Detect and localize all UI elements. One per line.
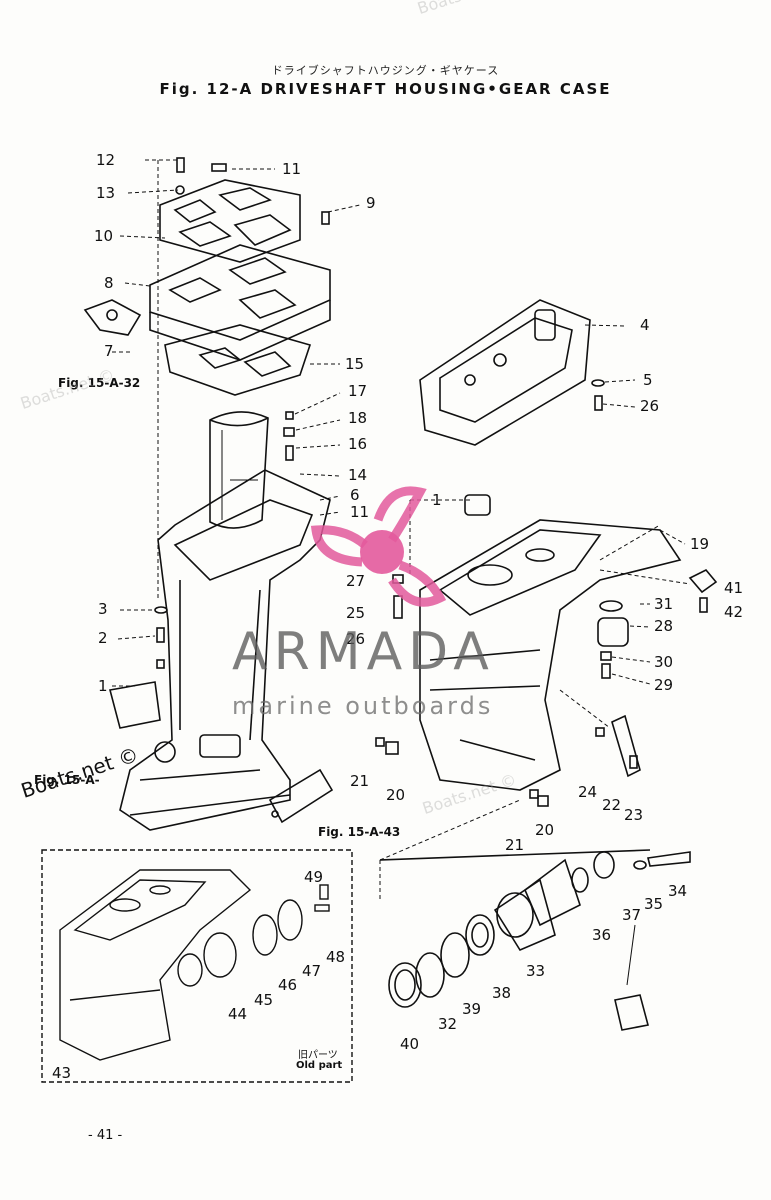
callout-40[interactable]: 40 [400,1035,420,1053]
bracket-part-7 [83,299,142,336]
callout-7[interactable]: 7 [104,342,114,360]
callout-15[interactable]: 15 [345,355,365,373]
callout-38[interactable]: 38 [492,984,512,1002]
callout-36[interactable]: 36 [592,926,612,944]
small-bolts-column [175,157,330,461]
callout-4[interactable]: 4 [640,316,650,334]
old-part-inset [41,849,353,1083]
callout-24[interactable]: 24 [578,783,598,801]
callout-5[interactable]: 5 [643,371,653,389]
figure-title-japanese: ドライブシャフトハウジング・ギヤケース [271,64,500,77]
callout-28[interactable]: 28 [654,617,674,635]
ref-fig-15-a-32[interactable]: Fig. 15-A-32 [58,376,141,390]
gear-case-19 [419,494,682,791]
callout-1-housing[interactable]: 1 [98,677,108,695]
callout-37[interactable]: 37 [622,906,642,924]
driveshaft-tube [209,411,269,529]
callout-9[interactable]: 9 [366,194,376,212]
propshaft-assembly [379,849,691,1031]
callout-23[interactable]: 23 [624,806,644,824]
callout-33[interactable]: 33 [526,962,546,980]
callout-44[interactable]: 44 [228,1005,248,1023]
callout-49[interactable]: 49 [304,868,324,886]
callout-18[interactable]: 18 [348,409,368,427]
callout-10[interactable]: 10 [94,227,114,245]
callout-29[interactable]: 29 [654,676,674,694]
armada-watermark-tagline: marine outboards [232,692,494,720]
old-part-label-japanese: 旧パーツ [298,1050,338,1061]
callout-26-lower[interactable]: 26 [346,630,366,648]
upper-gasket-plate [159,179,301,263]
gear-case-cover-4 [419,299,605,446]
trim-tab-cover-plate [268,768,334,824]
lower-gasket-plate [164,324,312,396]
old-part-label: Old part [296,1060,343,1071]
callout-35[interactable]: 35 [644,895,664,913]
callout-8[interactable]: 8 [104,274,114,292]
left-bolts-and-washers [109,606,168,729]
callout-46[interactable]: 46 [278,976,298,994]
callout-31[interactable]: 31 [654,595,674,613]
callout-6[interactable]: 6 [350,486,360,504]
callout-19[interactable]: 19 [690,535,710,553]
callout-22[interactable]: 22 [602,796,622,814]
callout-11-mid[interactable]: 11 [350,503,370,521]
callout-47[interactable]: 47 [302,962,322,980]
ref-fig-15-a-43[interactable]: Fig. 15-A-43 [318,825,401,839]
callout-34[interactable]: 34 [668,882,688,900]
callout-45[interactable]: 45 [254,991,274,1009]
callout-20-lower[interactable]: 20 [535,821,555,839]
callout-48[interactable]: 48 [326,948,346,966]
callout-43[interactable]: 43 [52,1064,72,1082]
callout-17[interactable]: 17 [348,382,368,400]
driveshaft-housing [119,469,331,831]
callout-16[interactable]: 16 [348,435,368,453]
callout-42[interactable]: 42 [724,603,744,621]
callout-32[interactable]: 32 [438,1015,458,1033]
callout-27[interactable]: 27 [346,572,366,590]
callout-41[interactable]: 41 [724,579,744,597]
callout-1-bearing[interactable]: 1 [432,491,442,509]
callout-39[interactable]: 39 [462,1000,482,1018]
callout-20-upper[interactable]: 20 [386,786,406,804]
gear-case-fasteners [375,569,718,807]
callout-21-lower[interactable]: 21 [505,836,525,854]
callout-30[interactable]: 30 [654,653,674,671]
callout-2[interactable]: 2 [98,629,108,647]
leader-lines [112,159,691,861]
callout-11-top[interactable]: 11 [282,160,302,178]
callout-12[interactable]: 12 [96,151,116,169]
ref-fig-15-a-left[interactable]: Fig. 15-A- [34,773,100,787]
callout-13[interactable]: 13 [96,184,116,202]
callout-25[interactable]: 25 [346,604,366,622]
callout-3[interactable]: 3 [98,600,108,618]
callout-26-upper[interactable]: 26 [640,397,660,415]
armada-watermark-brand: ARMADA [232,622,495,682]
page-number: - 41 - [88,1128,123,1143]
figure-title: Fig. 12-A DRIVESHAFT HOUSING•GEAR CASE [159,80,612,98]
callout-14[interactable]: 14 [348,466,368,484]
callout-21-upper[interactable]: 21 [350,772,370,790]
